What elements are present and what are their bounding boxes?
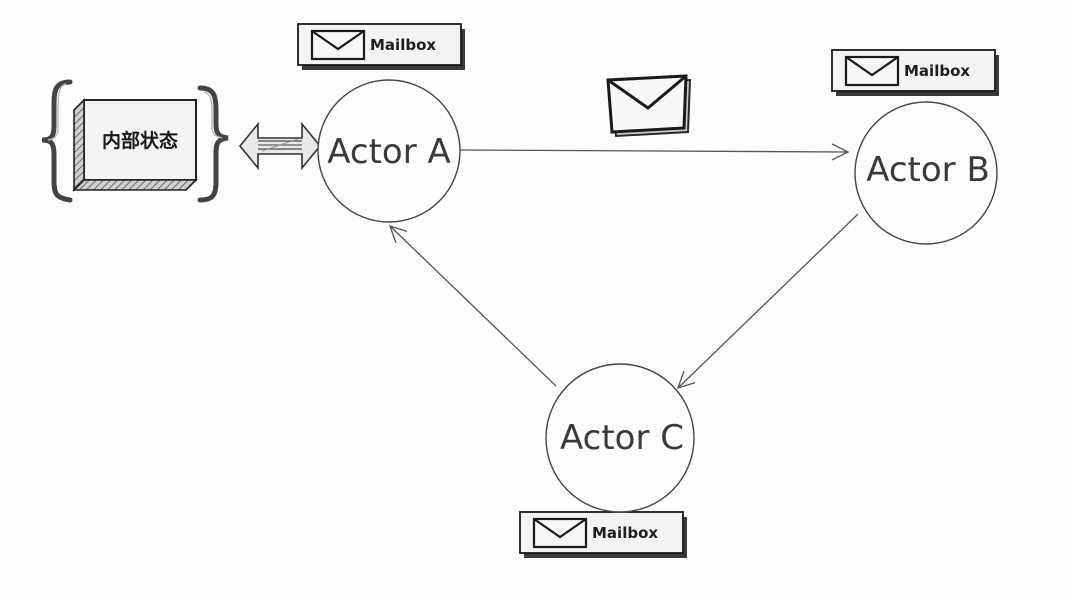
actor-a: Actor A <box>317 79 461 223</box>
arrow-b-to-c <box>676 213 859 390</box>
actor-c-label: Actor C <box>560 418 684 458</box>
state-box-side <box>73 98 85 192</box>
mailbox-b: Mailbox <box>831 49 999 96</box>
state-box-bottom <box>72 179 198 191</box>
mailbox-c: Mailbox <box>519 511 687 558</box>
envelope-icon <box>310 29 366 61</box>
actor-b-label: Actor B <box>866 150 990 190</box>
mailbox-b-label: Mailbox <box>904 62 970 80</box>
left-brace <box>41 79 73 203</box>
envelope-icon <box>532 517 588 549</box>
state-actor-link <box>238 121 322 171</box>
actor-b: Actor B <box>854 101 998 245</box>
arrow-a-to-b <box>459 143 850 161</box>
mailbox-a: Mailbox <box>297 23 465 70</box>
right-brace <box>197 85 229 203</box>
internal-state-label: 内部状态 <box>102 129 178 152</box>
actor-a-label: Actor A <box>327 132 451 172</box>
envelope-icon <box>844 55 900 87</box>
actor-c: Actor C <box>545 363 695 513</box>
arrow-c-to-a <box>388 224 557 387</box>
mailbox-c-label: Mailbox <box>592 524 658 542</box>
mailbox-a-label: Mailbox <box>370 36 436 54</box>
message-envelope-icon <box>606 74 692 138</box>
internal-state-group: 内部状态 <box>41 79 229 203</box>
